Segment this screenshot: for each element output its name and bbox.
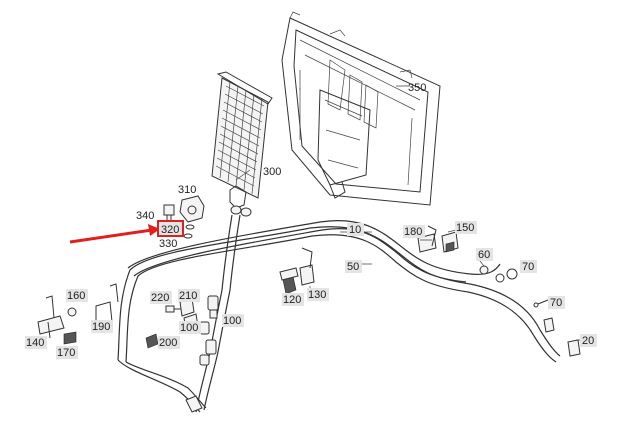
- label-160[interactable]: 160: [66, 289, 88, 302]
- clip-200[interactable]: [145, 333, 159, 349]
- svg-text:140: 140: [26, 337, 44, 349]
- label-170[interactable]: 170: [56, 346, 78, 359]
- label-350[interactable]: 350: [408, 82, 426, 94]
- svg-text:160: 160: [67, 290, 85, 302]
- hose-50[interactable]: [127, 220, 501, 283]
- clip-160[interactable]: [67, 307, 77, 317]
- bolt-340[interactable]: [163, 204, 175, 222]
- label-220[interactable]: 220: [150, 291, 172, 304]
- svg-text:50: 50: [347, 261, 359, 273]
- label-140[interactable]: 140: [25, 336, 47, 349]
- svg-text:220: 220: [151, 292, 169, 304]
- hose-lower[interactable]: [117, 214, 241, 413]
- svg-text:20: 20: [582, 335, 594, 347]
- oil-cooler-300[interactable]: [211, 71, 273, 217]
- label-310[interactable]: 310: [178, 184, 196, 196]
- label-180[interactable]: 180: [403, 225, 425, 238]
- label-320[interactable]: 320: [157, 220, 184, 237]
- svg-text:70: 70: [522, 261, 534, 273]
- part-labels: 10 20 50 60 70 70 100 100 120 130 140 15…: [25, 82, 597, 359]
- oring-70-upper[interactable]: [495, 268, 518, 283]
- label-100-right[interactable]: 100: [222, 314, 244, 327]
- fitting-20[interactable]: [567, 339, 581, 357]
- svg-text:190: 190: [92, 321, 110, 333]
- svg-text:100: 100: [180, 322, 198, 334]
- label-200[interactable]: 200: [158, 336, 180, 349]
- clip-170[interactable]: [63, 331, 77, 345]
- label-50[interactable]: 50: [345, 260, 362, 273]
- clamp-60[interactable]: [479, 265, 489, 275]
- label-210[interactable]: 210: [178, 289, 200, 302]
- svg-text:100: 100: [223, 315, 241, 327]
- radiator-frame-350[interactable]: [281, 11, 441, 206]
- label-150[interactable]: 150: [455, 221, 477, 234]
- svg-text:210: 210: [179, 290, 197, 302]
- bracket-180[interactable]: [417, 225, 437, 253]
- svg-text:10: 10: [349, 224, 361, 236]
- svg-text:320: 320: [161, 224, 179, 236]
- label-70-lower[interactable]: 70: [548, 296, 565, 309]
- bracket-190[interactable]: [95, 283, 119, 327]
- seal-320[interactable]: [185, 224, 195, 230]
- callout-arrow: [69, 224, 160, 244]
- svg-text:150: 150: [456, 222, 474, 234]
- svg-text:130: 130: [308, 289, 326, 301]
- bolt-220[interactable]: [165, 305, 182, 313]
- bracket-150[interactable]: [441, 231, 459, 253]
- label-330[interactable]: 330: [159, 238, 177, 250]
- svg-text:170: 170: [57, 347, 75, 359]
- label-20[interactable]: 20: [580, 334, 597, 347]
- label-300[interactable]: 300: [263, 166, 281, 178]
- bracket-130[interactable]: [299, 247, 315, 286]
- seal-330[interactable]: [183, 233, 193, 239]
- bracket-140[interactable]: [37, 295, 65, 339]
- label-340[interactable]: 340: [136, 210, 154, 222]
- label-10[interactable]: 10: [347, 223, 364, 236]
- svg-text:120: 120: [283, 294, 301, 306]
- oring-70-lower[interactable]: [533, 299, 555, 333]
- svg-text:60: 60: [478, 249, 490, 261]
- svg-text:180: 180: [404, 226, 422, 238]
- bracket-120[interactable]: [279, 267, 299, 295]
- clip-310[interactable]: [179, 195, 205, 223]
- label-120[interactable]: 120: [282, 293, 304, 306]
- label-190[interactable]: 190: [91, 320, 113, 333]
- svg-text:70: 70: [550, 297, 562, 309]
- label-70-upper[interactable]: 70: [520, 260, 537, 273]
- svg-text:200: 200: [159, 337, 177, 349]
- fitting-100-lower[interactable]: [199, 321, 217, 366]
- hose-10[interactable]: [117, 226, 561, 363]
- label-130[interactable]: 130: [307, 288, 329, 301]
- label-100-left[interactable]: 100: [179, 321, 201, 334]
- label-60[interactable]: 60: [476, 248, 493, 261]
- fitting-100-upper[interactable]: [207, 295, 219, 319]
